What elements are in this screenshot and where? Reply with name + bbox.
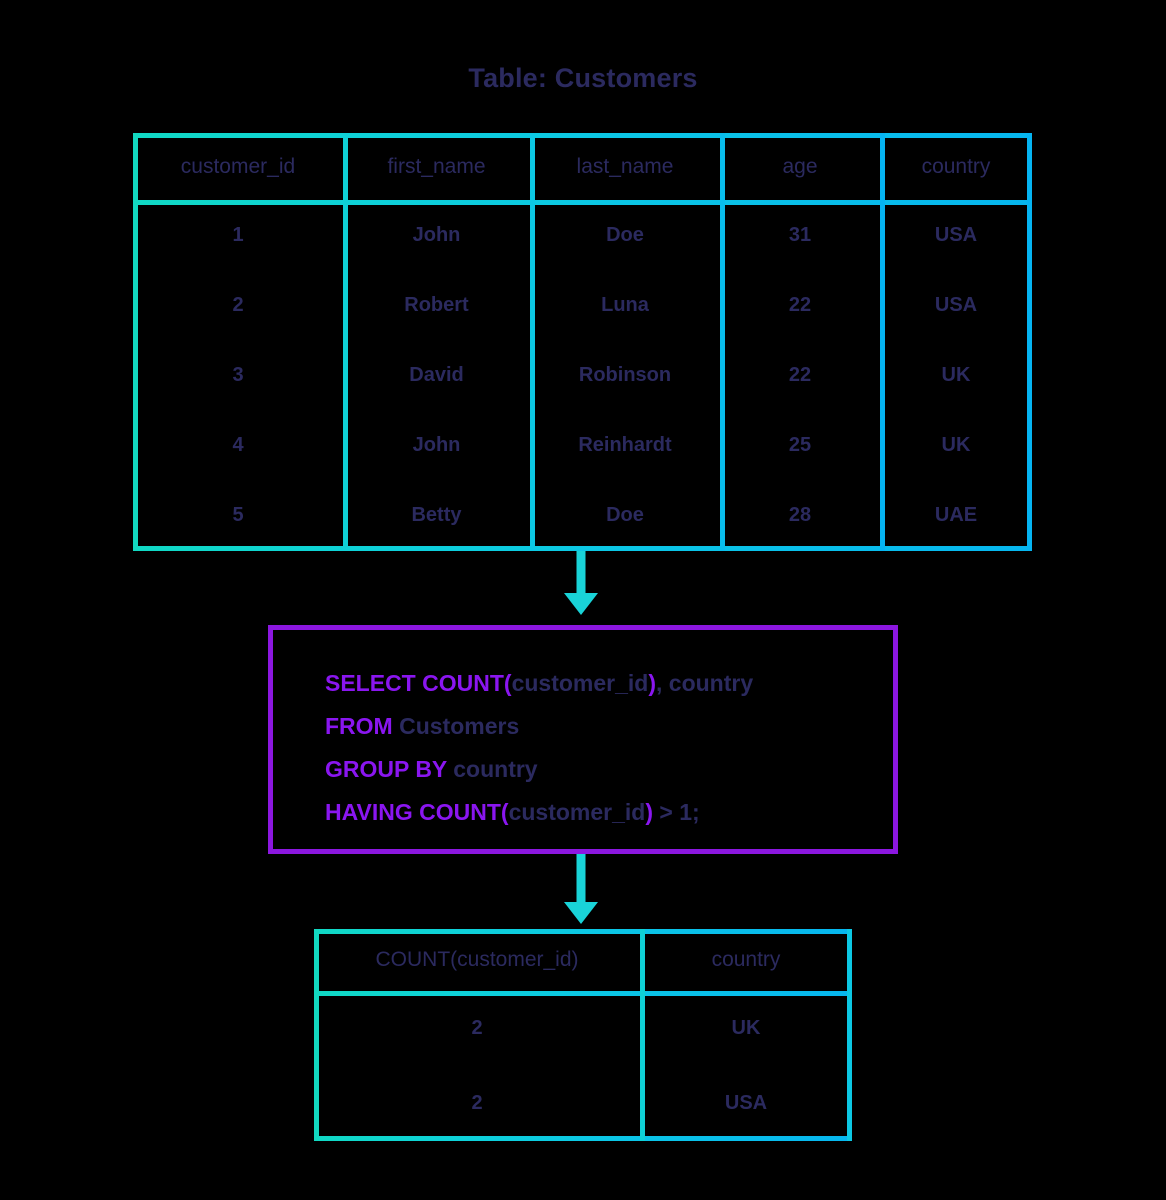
sql-line: SELECT COUNT(customer_id), country — [325, 662, 753, 705]
table-cell: 2 — [471, 1092, 483, 1114]
table-cell: 2 — [471, 1017, 483, 1039]
table-cell: USA — [934, 223, 978, 246]
table-rule-vertical — [343, 133, 348, 551]
sql-keyword: SELECT COUNT( — [325, 670, 512, 696]
table-rule-horizontal — [133, 200, 1032, 205]
sql-line: HAVING COUNT(customer_id) > 1; — [325, 791, 753, 834]
table-cell: 2 — [232, 293, 244, 316]
sql-keyword: FROM — [325, 713, 400, 739]
table-cell: Luna — [601, 293, 649, 316]
sql-line: GROUP BY country — [325, 748, 753, 791]
table-cell: 28 — [788, 504, 812, 527]
table-cell: Reinhardt — [578, 434, 672, 457]
column-header: country — [921, 154, 991, 178]
sql-line: FROM Customers — [325, 705, 753, 748]
table-cell: Robert — [404, 293, 469, 316]
table-cell: Robinson — [578, 363, 672, 386]
page-title: Table: Customers — [468, 63, 698, 93]
column-header: country — [711, 948, 781, 971]
sql-keyword: GROUP BY — [325, 756, 454, 782]
table-cell: 5 — [232, 504, 244, 527]
arrow-query-to-result — [560, 854, 602, 926]
table-rule-horizontal — [314, 1136, 852, 1141]
sql-identifier: > 1; — [653, 799, 700, 825]
column-header: customer_id — [180, 154, 296, 178]
table-rule-horizontal — [314, 991, 852, 996]
sql-identifier: country — [453, 756, 538, 782]
table-cell: 31 — [788, 223, 812, 246]
table-cell: Doe — [606, 504, 644, 527]
column-header: first_name — [387, 154, 486, 178]
table-rule-horizontal — [133, 546, 1032, 551]
table-cell: 4 — [232, 434, 244, 457]
table-cell: John — [412, 223, 461, 246]
table-cell: UK — [941, 434, 971, 457]
table-rule-vertical — [133, 133, 138, 551]
column-header: COUNT(customer_id) — [375, 948, 579, 971]
table-cell: USA — [724, 1092, 768, 1114]
table-cell: Betty — [411, 504, 462, 527]
sql-identifier: , country — [656, 670, 754, 696]
sql-keyword: ) — [645, 799, 653, 825]
table-cell: John — [412, 434, 461, 457]
table-rule-vertical — [530, 133, 535, 551]
table-cell: 22 — [788, 363, 812, 386]
table-cell: David — [409, 363, 464, 386]
arrow-table-to-query — [560, 551, 602, 615]
table-cell: 3 — [232, 363, 244, 386]
arrow-shaft — [576, 854, 586, 904]
table-rule-vertical — [847, 929, 852, 1141]
table-cell: UK — [731, 1017, 761, 1039]
arrow-head — [564, 593, 598, 615]
arrow-shaft — [576, 551, 586, 595]
sql-keyword: ) — [648, 670, 656, 696]
sql-identifier: customer_id — [508, 799, 646, 825]
sql-identifier: Customers — [399, 713, 520, 739]
table-cell: Doe — [606, 223, 644, 246]
table-rule-vertical — [720, 133, 725, 551]
table-cell: USA — [934, 293, 978, 316]
column-header: age — [782, 154, 818, 178]
table-rule-vertical — [314, 929, 319, 1141]
table-cell: UK — [941, 363, 971, 386]
arrow-head — [564, 902, 598, 924]
table-cell: 25 — [788, 434, 812, 457]
table-rule-vertical — [1027, 133, 1032, 551]
table-cell: 22 — [788, 293, 812, 316]
sql-identifier: customer_id — [511, 670, 649, 696]
customers-table: customer_id first_name last_name age country… — [133, 133, 1032, 551]
table-rule-horizontal — [133, 133, 1032, 138]
table-rule-vertical — [880, 133, 885, 551]
table-cell: UAE — [934, 504, 978, 527]
sql-keyword: HAVING COUNT( — [325, 799, 509, 825]
column-header: last_name — [576, 154, 674, 178]
customers-table-grid: customer_id first_name last_name age country… — [133, 133, 1032, 551]
table-rule-horizontal — [314, 929, 852, 934]
table-cell: 1 — [232, 223, 244, 246]
table-rule-vertical — [640, 929, 645, 1141]
